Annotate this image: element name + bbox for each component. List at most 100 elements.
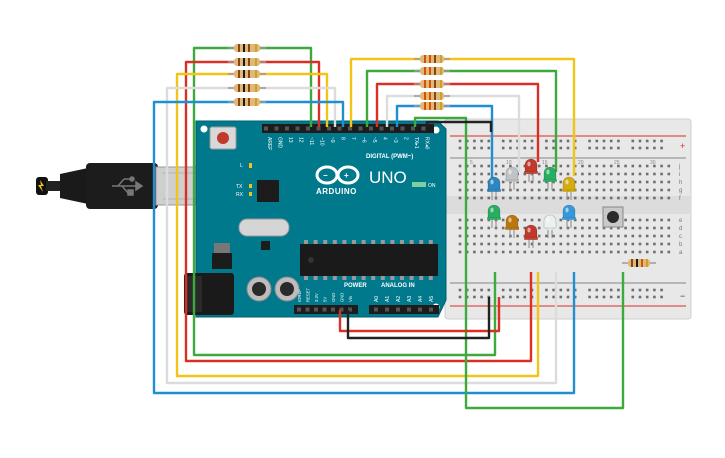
rail-hole: [609, 295, 613, 299]
breadboard-hole: [501, 250, 505, 254]
breadboard-hole: [588, 250, 591, 254]
digital-pin-label: GND: [277, 137, 283, 149]
analog-pin-label: A2: [396, 296, 402, 302]
analog-pin-label: A4: [418, 296, 424, 302]
breadboard-hole: [624, 180, 627, 184]
breadboard-hole: [458, 180, 462, 184]
breadboard-hole: [523, 250, 527, 254]
breadboard-hole: [624, 196, 627, 200]
breadboard-hole: [458, 218, 462, 222]
rail-hole: [617, 288, 620, 292]
breadboard-hole: [559, 234, 563, 238]
breadboard-hole: [609, 172, 613, 176]
push-button[interactable]: [602, 206, 624, 228]
breadboard-hole: [631, 226, 635, 230]
row-label: a: [679, 250, 683, 256]
breadboard-hole: [588, 180, 591, 184]
breadboard-hole: [523, 218, 527, 222]
breadboard-hole: [530, 188, 534, 192]
rail-hole: [458, 139, 462, 143]
breadboard-hole: [595, 226, 599, 230]
header-pin: [421, 126, 426, 131]
breadboard-hole: [638, 242, 642, 246]
breadboard-hole: [501, 196, 505, 200]
breadboard-hole: [501, 188, 505, 192]
rail-hole: [602, 139, 606, 143]
row-labels-top: j i h g f: [678, 164, 682, 202]
rail-hole: [609, 146, 613, 150]
usb-interface-chip: [257, 180, 279, 202]
breadboard-hole: [480, 242, 483, 246]
breadboard-hole: [501, 226, 505, 230]
breadboard-hole: [559, 188, 563, 192]
breadboard-hole: [573, 196, 577, 200]
rail-hole: [602, 288, 606, 292]
resistor: [228, 44, 266, 52]
digital-pin-label: 7: [350, 137, 356, 140]
breadboard-hole: [595, 234, 599, 238]
chip-pin: [361, 240, 366, 244]
breadboard-hole: [653, 180, 656, 184]
chip-pin: [313, 276, 318, 280]
rail-hole: [523, 288, 527, 292]
breadboard-hole: [617, 164, 620, 168]
rail-plus-label: +: [680, 141, 685, 151]
rail-hole: [638, 288, 642, 292]
breadboard-hole: [638, 188, 642, 192]
breadboard-hole: [645, 188, 649, 192]
breadboard-hole: [537, 242, 541, 246]
arduino-brand: ARDUINO: [316, 187, 357, 196]
header-pin: [306, 126, 310, 131]
rail-hole: [559, 288, 563, 292]
rail-hole: [595, 146, 599, 150]
breadboard-hole: [501, 180, 505, 184]
chip-pin: [304, 240, 308, 244]
chip-pin: [332, 276, 337, 280]
digital-pin-label: ~10: [319, 137, 325, 146]
breadboard-hole: [660, 226, 663, 230]
breadboard-hole: [617, 180, 620, 184]
row-label: e: [679, 218, 683, 224]
led: [524, 158, 538, 182]
resistor: [228, 70, 266, 78]
header-pin: [297, 307, 301, 312]
rail-hole: [653, 139, 656, 143]
breadboard-hole: [602, 180, 606, 184]
breadboard-hole: [660, 164, 663, 168]
breadboard-hole: [573, 250, 577, 254]
wire-black-bottom-gnd: [346, 297, 491, 340]
breadboard-hole: [602, 172, 606, 176]
header-pin: [274, 126, 279, 131]
header-pin: [396, 307, 400, 312]
breadboard-hole: [537, 218, 541, 222]
power-label: POWER: [344, 283, 367, 289]
breadboard-hole: [595, 172, 599, 176]
rail-hole: [523, 139, 527, 143]
breadboard-hole: [609, 226, 613, 230]
rail-hole: [566, 288, 570, 292]
header-pin: [337, 126, 342, 131]
chip-pins: [304, 240, 433, 280]
chip-pin: [313, 240, 318, 244]
breadboard-hole: [624, 188, 627, 192]
breadboard-hole: [624, 164, 627, 168]
breadboard-hole: [588, 172, 591, 176]
breadboard-hole: [595, 180, 599, 184]
breadboard-hole: [660, 234, 663, 238]
breadboard-hole: [595, 218, 599, 222]
led-on: [412, 182, 426, 187]
chip-pin: [428, 276, 433, 280]
breadboard-hole: [609, 188, 613, 192]
rail-hole: [473, 146, 476, 150]
rail-hole: [595, 288, 599, 292]
chip-pin: [428, 240, 433, 244]
push-button-cap: [607, 211, 619, 223]
breadboard-hole: [537, 172, 541, 176]
breadboard-hole: [473, 234, 476, 238]
breadboard-hole: [581, 226, 584, 230]
breadboard-hole: [473, 164, 476, 168]
breadboard-hole: [530, 196, 534, 200]
digital-pin-label: 4: [382, 137, 388, 140]
breadboard-hole: [667, 234, 671, 238]
